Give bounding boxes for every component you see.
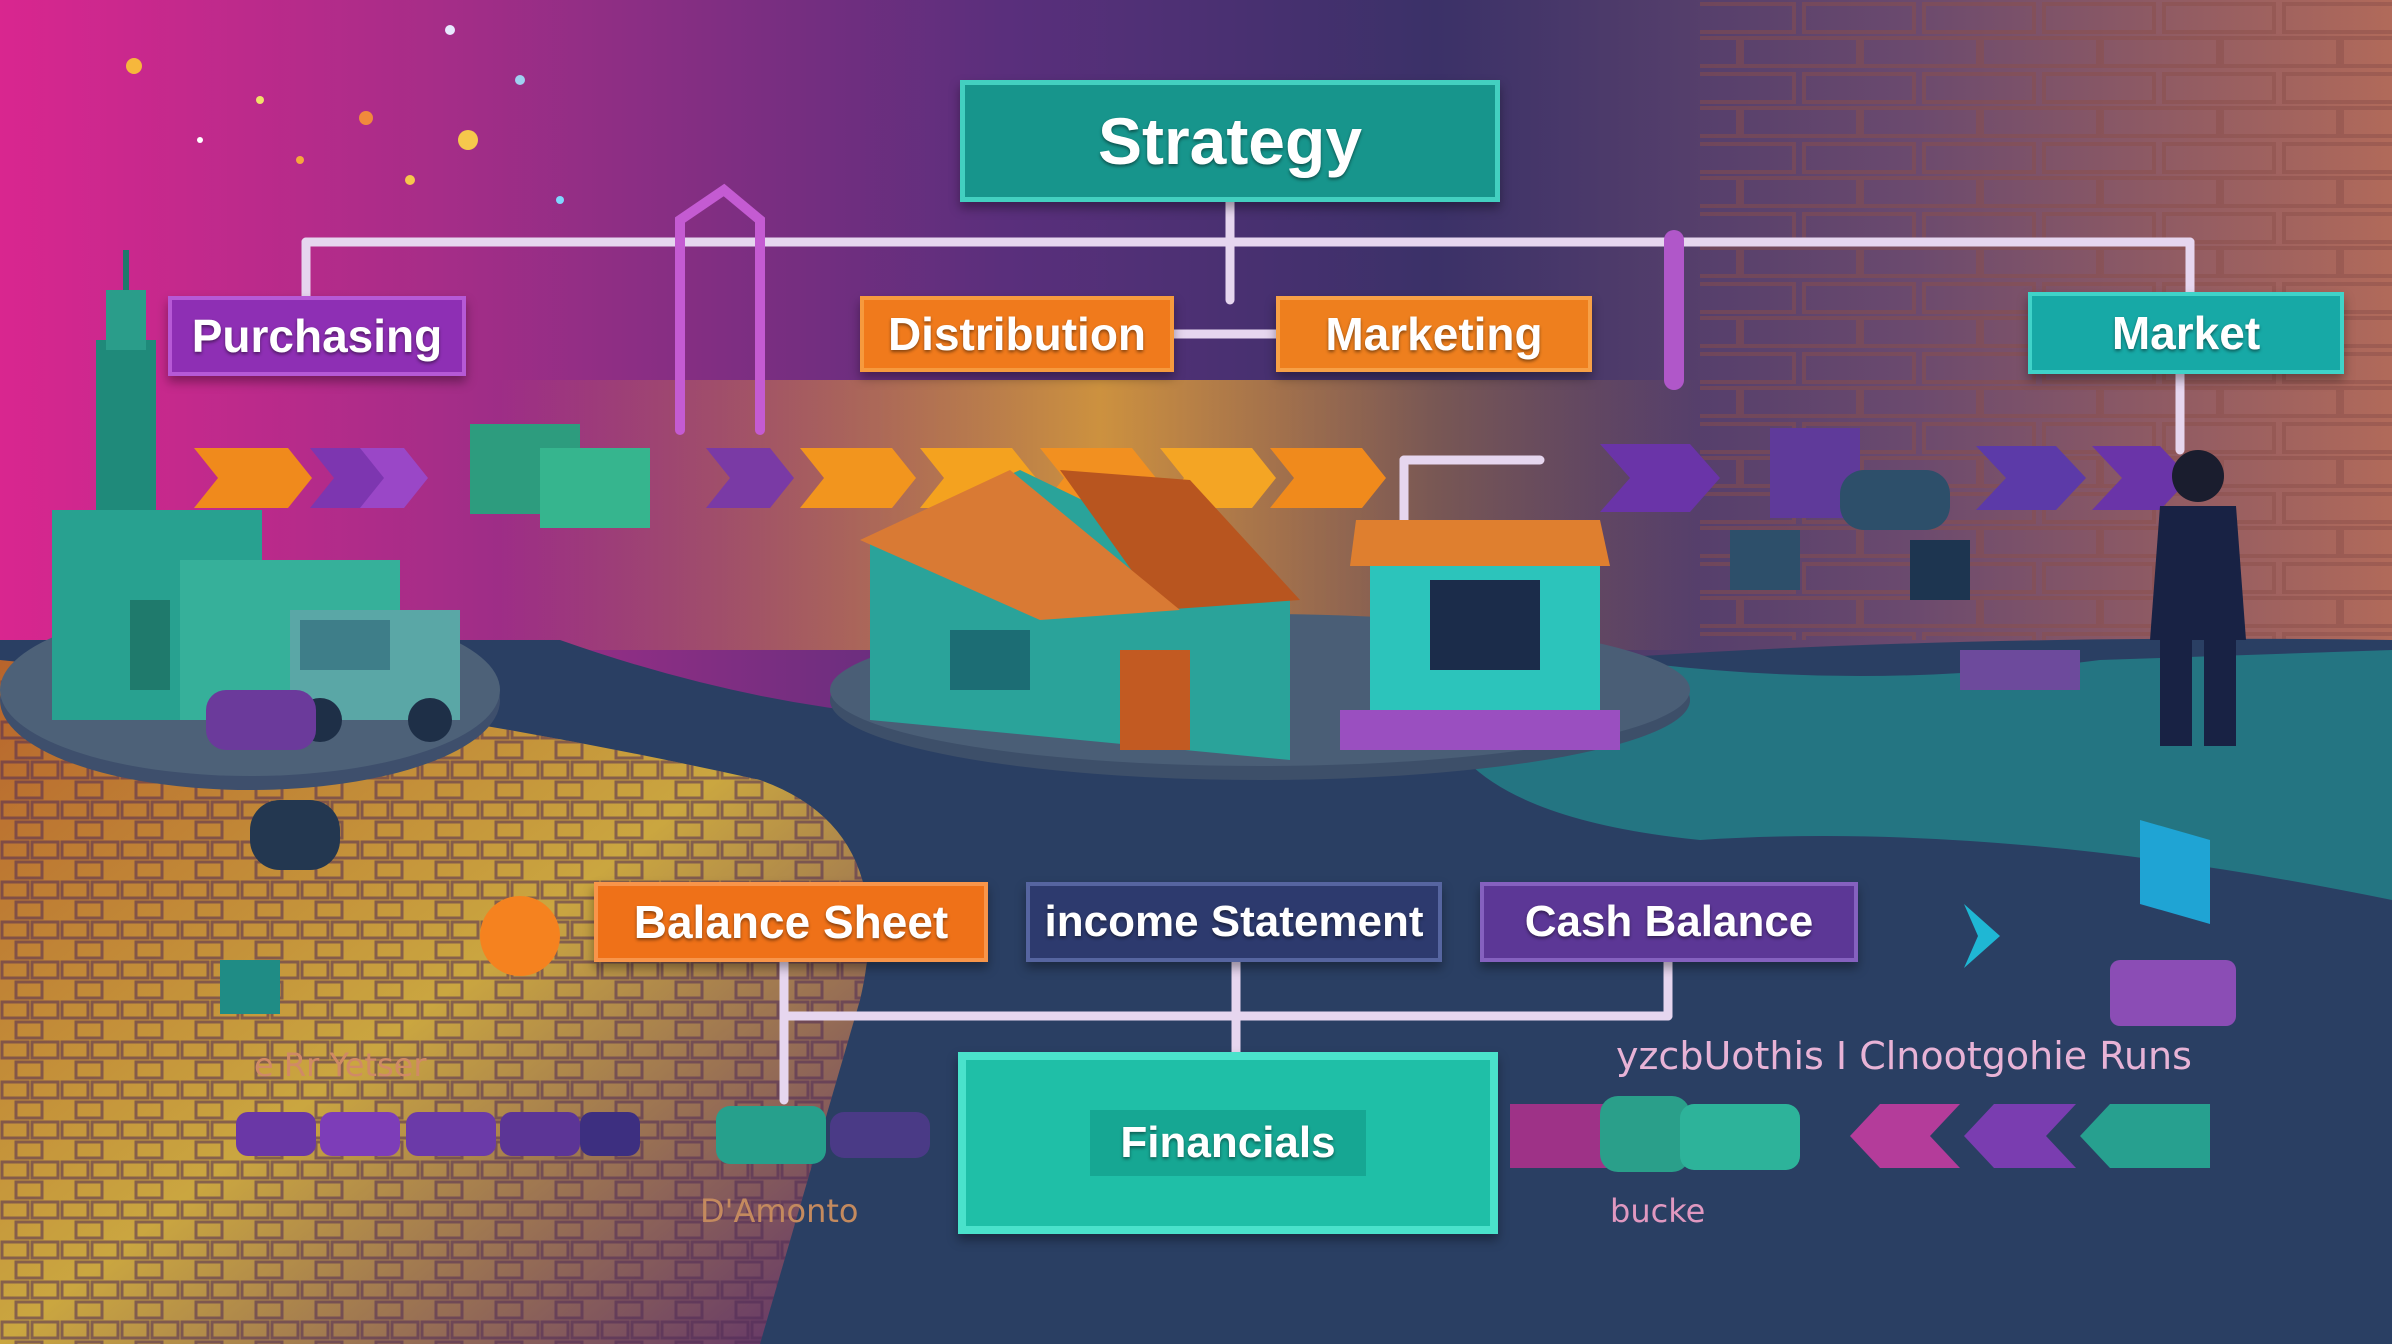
strategy-box: Strategy xyxy=(960,80,1500,202)
marketing-box: Marketing xyxy=(1276,296,1592,372)
market-box: Market xyxy=(2028,292,2344,374)
right-caption: yzcbUothis I Clnootgohie Runs xyxy=(1616,1034,2192,1078)
income-statement-box: income Statement xyxy=(1026,882,1442,962)
distribution-box: Distribution xyxy=(860,296,1174,372)
purchasing-box: Purchasing xyxy=(168,296,466,376)
lower-left-caption: D'Amonto xyxy=(700,1192,858,1230)
financials-label: Financials xyxy=(1090,1110,1365,1176)
left-caption: e Rr Yetser xyxy=(254,1046,426,1084)
balance-sheet-box: Balance Sheet xyxy=(594,882,988,962)
financials-box: Financials xyxy=(958,1052,1498,1234)
cash-balance-box: Cash Balance xyxy=(1480,882,1858,962)
lower-right-caption: bucke xyxy=(1610,1192,1705,1230)
